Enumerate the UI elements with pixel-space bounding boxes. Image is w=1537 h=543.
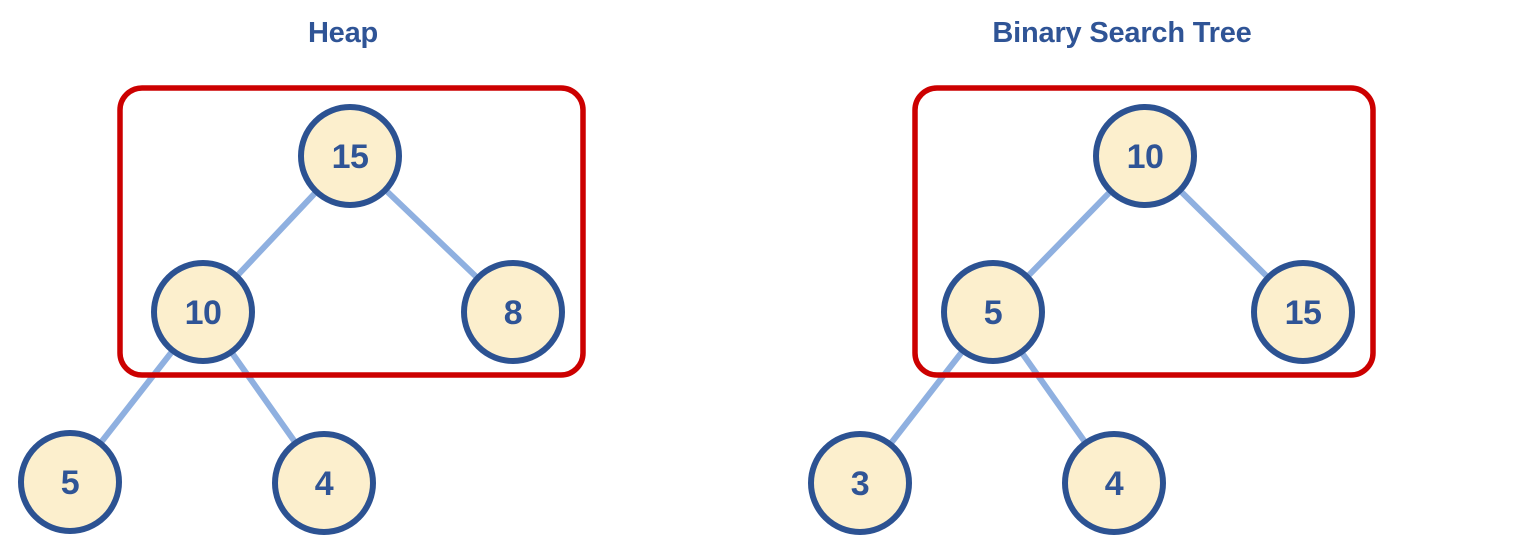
tree-node-heap-n0[interactable]: 15 xyxy=(298,104,402,208)
node-circle xyxy=(941,260,1045,364)
tree-edge-bst-n1-to-bst-n3 xyxy=(885,346,968,449)
tree-node-bst-n1[interactable]: 5 xyxy=(941,260,1045,364)
node-label: 5 xyxy=(61,464,79,502)
tree-node-heap-n4[interactable]: 4 xyxy=(272,431,376,535)
tree-edge-heap-n1-to-heap-n4 xyxy=(227,347,300,448)
tree-edges-layer xyxy=(95,185,1273,449)
tree-edge-heap-n1-to-heap-n3 xyxy=(95,346,178,448)
node-circle xyxy=(272,431,376,535)
node-circle xyxy=(461,260,565,364)
tree-edge-heap-n0-to-heap-n1 xyxy=(232,187,321,281)
tree-node-heap-n2[interactable]: 8 xyxy=(461,260,565,364)
tree-node-bst-n3[interactable]: 3 xyxy=(808,431,912,535)
highlight-box-heap xyxy=(117,85,586,378)
node-label: 4 xyxy=(315,465,334,503)
tree-edge-bst-n0-to-bst-n1 xyxy=(1022,186,1116,282)
node-label: 5 xyxy=(984,294,1002,332)
panel-title-bst: Binary Search Tree xyxy=(992,17,1251,49)
highlight-box-bst xyxy=(912,85,1376,378)
highlight-boxes-layer xyxy=(117,85,1376,378)
tree-edge-bst-n1-to-bst-n4 xyxy=(1017,347,1090,448)
tree-node-heap-n3[interactable]: 5 xyxy=(18,430,122,534)
node-circle xyxy=(18,430,122,534)
tree-node-bst-n4[interactable]: 4 xyxy=(1062,431,1166,535)
tree-edge-bst-n0-to-bst-n2 xyxy=(1175,186,1273,282)
node-label: 10 xyxy=(1127,138,1164,176)
node-circle xyxy=(1093,104,1197,208)
node-label: 4 xyxy=(1105,465,1124,503)
tree-nodes-layer: 15 10 8 5 4 10 5 15 3 4 xyxy=(18,104,1355,535)
panel-title-heap: Heap xyxy=(308,17,378,49)
tree-node-bst-n0[interactable]: 10 xyxy=(1093,104,1197,208)
tree-node-heap-n1[interactable]: 10 xyxy=(151,260,255,364)
node-label: 10 xyxy=(185,294,222,332)
node-circle xyxy=(298,104,402,208)
node-circle xyxy=(1251,260,1355,364)
tree-node-bst-n2[interactable]: 15 xyxy=(1251,260,1355,364)
node-label: 15 xyxy=(332,138,369,176)
node-label: 8 xyxy=(504,294,522,332)
node-circle xyxy=(151,260,255,364)
node-label: 3 xyxy=(851,465,869,503)
panel-titles-layer: Heap Binary Search Tree xyxy=(308,17,1252,49)
node-label: 15 xyxy=(1285,294,1322,332)
tree-edge-heap-n0-to-heap-n2 xyxy=(380,185,483,283)
node-circle xyxy=(1062,431,1166,535)
node-circle xyxy=(808,431,912,535)
